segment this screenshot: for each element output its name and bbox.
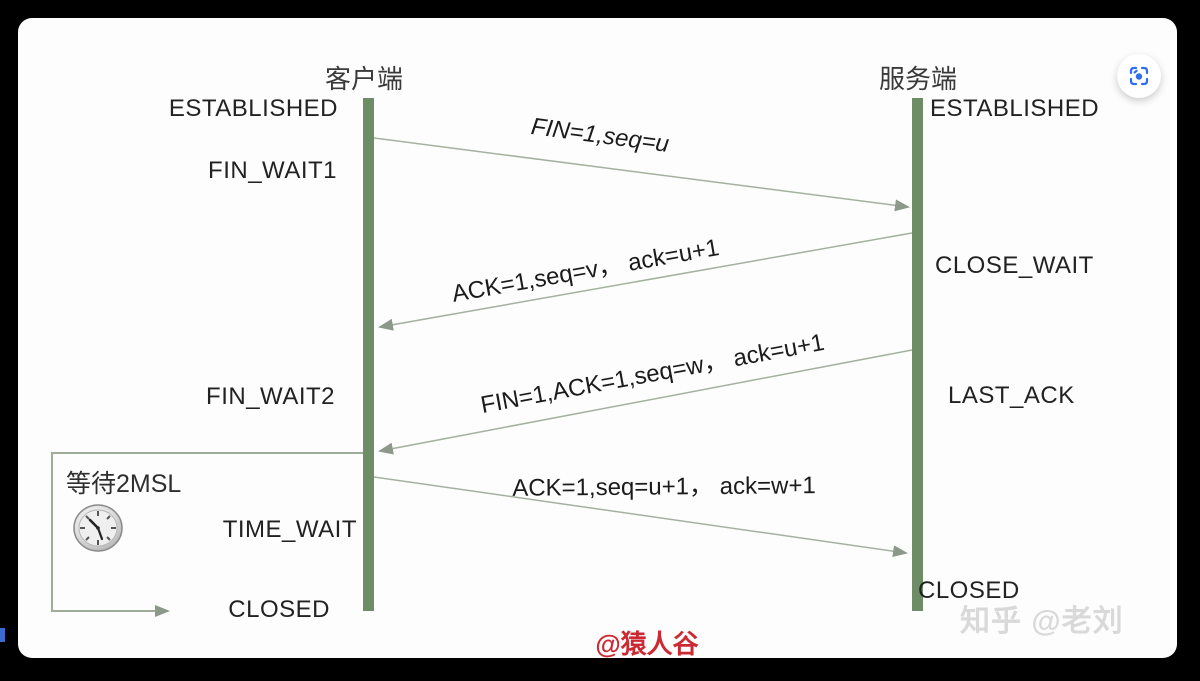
client-state-time-wait: TIME_WAIT <box>222 516 357 543</box>
client-lifeline <box>363 98 374 611</box>
client-state-fin-wait1: FIN_WAIT1 <box>208 157 337 184</box>
arrow-lines-layer <box>51 137 913 617</box>
client-state-established: ESTABLISHED <box>168 95 338 122</box>
client-title: 客户端 <box>324 64 404 94</box>
server-state-closed: CLOSED <box>918 577 1020 604</box>
left-edge-blue-mark <box>0 628 5 642</box>
wait-2msl-label: 等待2MSL <box>66 470 182 498</box>
watermark-text: 知乎 @老刘 <box>960 605 1124 638</box>
image-search-button[interactable] <box>1117 54 1161 98</box>
client-state-closed: CLOSED <box>228 596 330 623</box>
server-state-last-ack: LAST_ACK <box>948 382 1075 409</box>
server-title: 服务端 <box>878 64 958 94</box>
server-lifeline <box>912 98 923 611</box>
client-state-fin-wait2: FIN_WAIT2 <box>206 383 335 410</box>
clock-icon <box>73 504 123 552</box>
diagram-image[interactable]: 客户端 服务端 ESTABLISHED FIN_WAIT1 FIN_WAIT2 … <box>18 18 1177 659</box>
server-state-established: ESTABLISHED <box>930 95 1100 122</box>
message-ack2: ACK=1,seq=u+1， ack=w+1 <box>512 472 816 502</box>
image-search-icon <box>1129 66 1149 86</box>
server-state-close-wait: CLOSE_WAIT <box>935 252 1094 279</box>
credit-text: @猿人谷 <box>595 629 699 659</box>
